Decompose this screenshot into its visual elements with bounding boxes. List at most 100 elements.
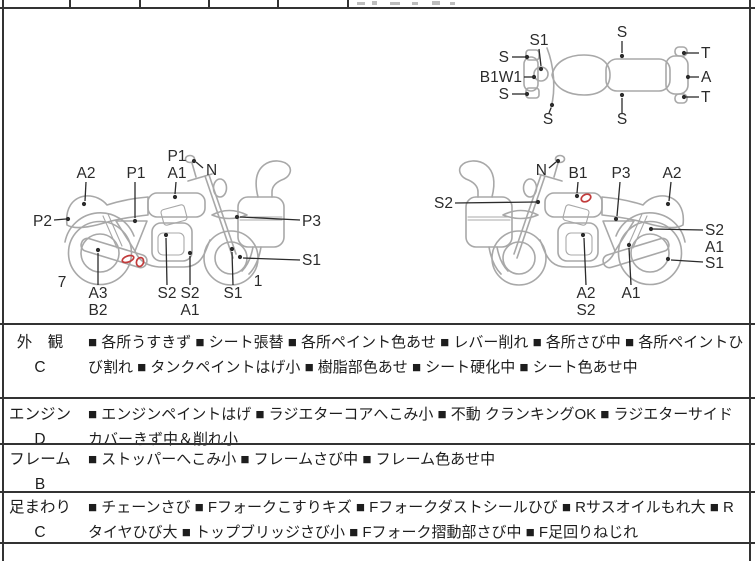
leader-line xyxy=(174,181,177,195)
diagram-label-p2: P2 xyxy=(33,213,52,230)
cutoff-text-remnant xyxy=(390,2,400,5)
diagram-label-s: S xyxy=(543,111,553,128)
part-name: 足まわり xyxy=(8,499,71,516)
section-undercarriage: 足まわり C ■ チェーンさび ■ Fフォークこすりキズ ■ Fフォークダストシ… xyxy=(0,495,755,541)
leader-dot xyxy=(229,246,235,252)
diagram-label-a3: A3 xyxy=(89,285,108,302)
leader-dot xyxy=(549,102,555,108)
cutoff-text-remnant xyxy=(357,2,365,5)
leader-dot xyxy=(524,91,530,97)
table-border xyxy=(0,491,755,493)
red-damage-marks xyxy=(121,193,592,268)
leader-dot xyxy=(163,232,169,238)
leader-dot xyxy=(191,158,197,164)
diagram-label-b1: B1 xyxy=(569,165,588,182)
leader-line xyxy=(165,237,168,286)
diagram-label-p3: P3 xyxy=(612,165,631,182)
table-border xyxy=(0,323,755,325)
leader-line xyxy=(576,181,579,194)
table-border xyxy=(0,397,755,399)
leader-dot xyxy=(535,199,541,205)
leader-line xyxy=(652,228,704,231)
column-divider xyxy=(139,0,141,8)
table-border xyxy=(0,443,755,445)
diagram-label-s1: S1 xyxy=(705,255,724,272)
leader-dot xyxy=(234,214,240,220)
part-grade: B xyxy=(34,476,46,493)
part-grade: C xyxy=(34,359,46,376)
leader-line xyxy=(583,237,587,286)
diagram-label-p3: P3 xyxy=(302,213,321,230)
leader-dot xyxy=(626,242,632,248)
leader-dot xyxy=(665,256,671,262)
diagram-label-a1: A1 xyxy=(181,302,200,319)
leader-dot xyxy=(65,216,71,222)
diagram-label-s2: S2 xyxy=(181,285,200,302)
diagram-label-a1: A1 xyxy=(705,239,724,256)
leader-line xyxy=(195,161,204,169)
leader-dot xyxy=(187,250,193,256)
section-frame: フレーム B ■ ストッパーへこみ小 ■ フレームさび中 ■ フレーム色あせ中 xyxy=(0,447,755,493)
leader-dot xyxy=(95,247,101,253)
diagram-label-s: S xyxy=(499,86,509,103)
leader-line xyxy=(454,201,537,204)
diagram-label-s1: S1 xyxy=(530,32,549,49)
leader-dot xyxy=(681,94,687,100)
diagram-label-a1: A1 xyxy=(168,165,187,182)
leader-dot xyxy=(172,194,178,200)
leader-dot xyxy=(524,54,530,60)
leader-dot xyxy=(665,201,671,207)
part-grade: C xyxy=(34,524,46,541)
leader-line xyxy=(53,218,67,221)
part-name: 外 観 xyxy=(16,334,64,351)
leader-dot xyxy=(619,92,625,98)
leader-dot xyxy=(685,74,691,80)
leader-line xyxy=(239,216,301,221)
leader-dot xyxy=(237,254,243,260)
motorcycle-top-view-drawing xyxy=(523,46,689,109)
table-border xyxy=(0,7,755,9)
leader-dot xyxy=(580,232,586,238)
leader-dot xyxy=(132,218,138,224)
diagram-label-s1: S1 xyxy=(302,252,321,269)
column-divider xyxy=(69,0,71,8)
leader-line xyxy=(548,107,552,114)
column-divider xyxy=(277,0,279,8)
diagram-label-n: N xyxy=(206,162,217,179)
diagram-label-s2: S2 xyxy=(434,195,453,212)
leader-dot xyxy=(531,74,537,80)
leader-line xyxy=(538,48,542,67)
diagram-label-a2: A2 xyxy=(77,165,96,182)
diagram-label-n: N xyxy=(536,162,547,179)
diagram-label-1: 1 xyxy=(254,273,263,290)
leader-dot xyxy=(555,158,561,164)
diagram-label-7: 7 xyxy=(58,274,67,291)
cutoff-text-remnant xyxy=(412,2,418,5)
muffler-damage-mark xyxy=(121,254,135,264)
part-notes: ■ ストッパーへこみ小 ■ フレームさび中 ■ フレーム色あせ中 xyxy=(88,451,496,468)
leader-line xyxy=(668,181,672,202)
column-divider xyxy=(208,0,210,8)
leader-line xyxy=(242,257,301,261)
leader-dot xyxy=(681,50,687,56)
leader-dot xyxy=(574,193,580,199)
leader-line xyxy=(616,181,621,217)
diagram-label-s2: S2 xyxy=(705,222,724,239)
diagram-label-s1: S1 xyxy=(224,285,243,302)
part-notes: ■ 各所うすきず ■ シート張替 ■ 各所ペイント色あせ ■ レバー削れ ■ 各… xyxy=(88,334,744,376)
diagram-label-a1: A1 xyxy=(622,285,641,302)
part-notes: ■ チェーンさび ■ Fフォークこすりキズ ■ Fフォークダストシールひび ■ … xyxy=(88,499,734,541)
right-border xyxy=(749,0,751,561)
diagram-label-b2: B2 xyxy=(89,302,108,319)
diagram-label-b1w1: B1W1 xyxy=(480,69,522,86)
muffler-damage-mark xyxy=(135,256,145,268)
part-grade: D xyxy=(34,431,46,448)
leader-dot xyxy=(613,216,619,222)
part-name: エンジン xyxy=(8,406,71,423)
leader-dot xyxy=(538,66,544,72)
leader-dot xyxy=(619,53,625,59)
